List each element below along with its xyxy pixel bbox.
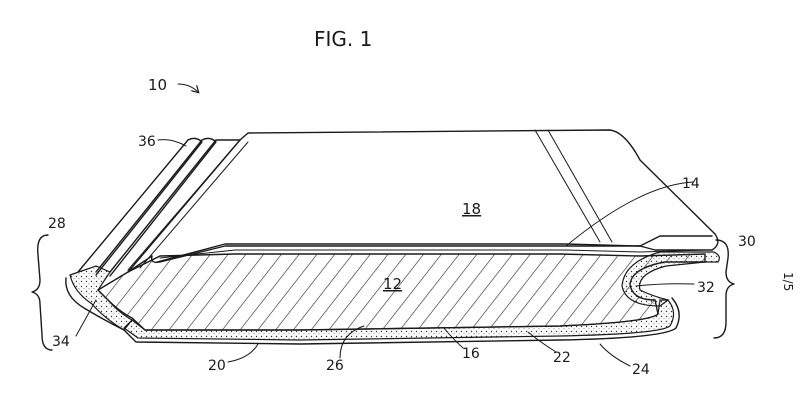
label-30: 30 [738, 234, 756, 250]
label-22: 22 [553, 350, 571, 366]
label-12: 12 [383, 275, 402, 293]
left-ridges [77, 137, 249, 277]
bottom-skin [123, 297, 680, 345]
left-edge-outer [65, 277, 125, 331]
page-marker: 1/5 [781, 272, 795, 291]
label-36: 36 [138, 134, 156, 150]
label-14: 14 [682, 176, 700, 192]
label-28: 28 [48, 216, 66, 232]
top-front-edge [156, 235, 713, 263]
left-edge-liner [69, 265, 133, 331]
top-layer-line [159, 249, 706, 259]
left-brace [31, 234, 53, 351]
backing-layer [123, 299, 675, 341]
top-face-outline [150, 129, 719, 264]
label-18: 18 [462, 200, 481, 218]
label-10: 10 [148, 76, 167, 94]
label-34: 34 [52, 334, 70, 350]
label-24: 24 [632, 362, 650, 378]
label-20: 20 [208, 358, 226, 374]
right-brace [713, 239, 735, 339]
label-16: 16 [462, 346, 480, 362]
top-face-right-bevel [534, 129, 613, 243]
leader-lines [75, 83, 695, 367]
figure-title: FIG. 1 [314, 27, 372, 51]
label-26: 26 [326, 358, 344, 374]
label-32: 32 [697, 280, 715, 296]
